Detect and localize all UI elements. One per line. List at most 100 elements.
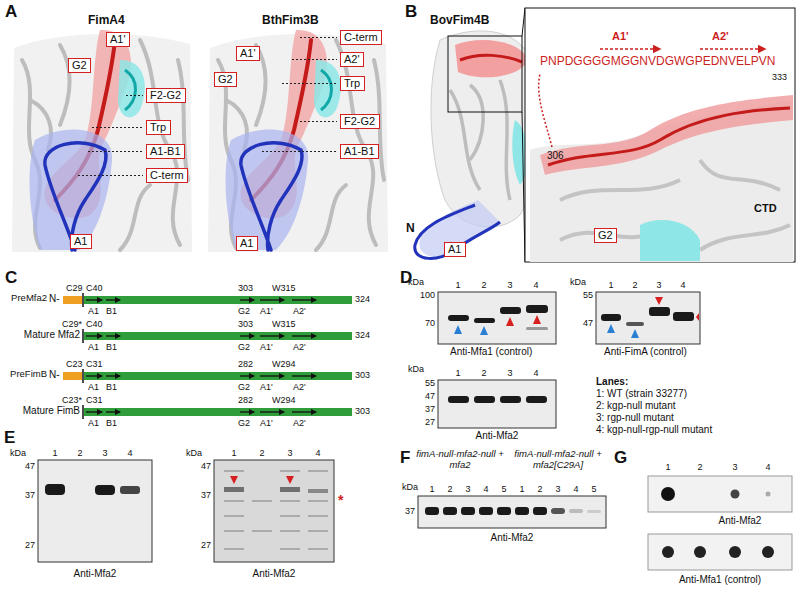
callout-box: A1 — [444, 242, 466, 257]
callout-box: A2' — [340, 52, 364, 67]
antibody-label: Anti-Mfa2 — [719, 515, 762, 527]
lane-number: 3 — [507, 368, 512, 378]
callout-label: A2' — [344, 53, 360, 66]
panel-letter: G — [614, 448, 627, 468]
strand-label: G2 — [238, 342, 250, 352]
residue-label: C40 — [86, 319, 103, 329]
residue-number: 324 — [355, 330, 370, 340]
residue-label: C31 — [86, 359, 103, 369]
callout-label: C-term — [150, 169, 184, 182]
lane-number: 4 — [483, 484, 488, 494]
residue-label: C40 — [86, 283, 103, 293]
callout-label: A1 — [240, 237, 253, 250]
callout-box: C-term — [340, 30, 382, 45]
residue-label: W294 — [272, 359, 296, 369]
callout-label: G2 — [598, 229, 613, 242]
lane-number: 5 — [501, 484, 506, 494]
strand-label: A1' — [260, 418, 273, 428]
asterisk-mark: * — [338, 492, 343, 508]
size-marker: 47 — [25, 461, 35, 471]
structure-title: BovFim4B — [430, 14, 489, 28]
size-marker: 37 — [25, 490, 35, 500]
strand-label: B1 — [106, 342, 117, 352]
legend-entry: 4: kgp-null-rgp-null mutant — [596, 424, 712, 436]
legend-entry: 3: rgp-null mutant — [596, 412, 674, 424]
callout-box: Trp — [146, 120, 171, 135]
callout-label: G2 — [72, 59, 87, 72]
strain-label: fimA-null-mfa2-null + mfa2 — [413, 449, 507, 471]
strand-label: A2' — [293, 342, 306, 352]
callout-label: A1' — [110, 33, 126, 46]
strand-label: A1 — [88, 306, 99, 316]
strand-label: A2' — [293, 418, 306, 428]
callout-box: A1 — [236, 236, 258, 251]
lane-number: 1 — [608, 280, 613, 290]
size-marker: 37 — [425, 404, 435, 414]
antibody-label: Anti-Mfa1 (control) — [679, 574, 761, 586]
strand-label: G2 — [238, 306, 250, 316]
lane-number: 3 — [287, 448, 292, 458]
callout-box: F2-G2 — [340, 114, 380, 129]
residue-label: C29* — [62, 319, 82, 329]
residue-number: 306 — [547, 150, 564, 162]
strand-label: A1' — [260, 306, 273, 316]
lane-number: 4 — [533, 280, 538, 290]
panel-letter: C — [5, 268, 17, 288]
lane-number: 2 — [697, 462, 702, 472]
terminus-label: N- — [49, 293, 60, 305]
callout-box: A1-B1 — [340, 144, 379, 159]
size-marker: 27 — [201, 540, 211, 550]
callout-label: Trp — [344, 77, 360, 90]
antibody-label: Anti-FimA (control) — [604, 346, 687, 358]
unit-label: kDa — [408, 277, 424, 287]
protein-name: Mature Mfa2 — [24, 329, 80, 341]
callout-box: G2 — [594, 228, 617, 243]
residue-label: W315 — [272, 283, 296, 293]
size-marker: 100 — [420, 290, 435, 300]
residue-label: W294 — [272, 395, 296, 405]
callout-box: Trp — [340, 76, 365, 91]
antibody-label: Anti-Mfa2 — [253, 568, 296, 580]
size-marker: 70 — [425, 318, 435, 328]
strand-label: B1 — [106, 306, 117, 316]
callout-box: A1' — [106, 32, 130, 47]
callout-box: A1' — [236, 46, 260, 61]
terminus-label: N- — [49, 369, 60, 381]
strand-label: A1' — [612, 30, 629, 43]
residue-label: 303 — [238, 283, 253, 293]
callout-label: F2-G2 — [344, 115, 375, 128]
strand-label: A1 — [88, 382, 99, 392]
strand-label: A1 — [88, 418, 99, 428]
size-marker: 37 — [201, 490, 211, 500]
antibody-label: Anti-Mfa2 — [491, 532, 534, 544]
antibody-label: Anti-Mfa1 (control) — [450, 346, 532, 358]
residue-number: 333 — [772, 72, 787, 82]
residue-label: C31 — [86, 395, 103, 405]
lane-number: 3 — [102, 448, 107, 458]
residue-label: W315 — [272, 319, 296, 329]
lane-number: 4 — [765, 462, 770, 472]
residue-label: C23* — [62, 395, 82, 405]
residue-label: 282 — [238, 359, 253, 369]
strand-label: B1 — [106, 418, 117, 428]
strand-label: A1' — [260, 382, 273, 392]
residue-label: 303 — [238, 319, 253, 329]
residue-label: C29 — [66, 283, 83, 293]
strand-label: A2' — [293, 306, 306, 316]
sequence-text: PNPDGGGGMGGNVDGWGPEDNVELPVN — [540, 55, 775, 69]
callout-label: C-term — [344, 31, 378, 44]
lane-number: 4 — [533, 368, 538, 378]
strand-label: A2' — [712, 30, 729, 43]
lane-number: 1 — [519, 484, 524, 494]
structure-title: BthFim3B — [262, 14, 319, 28]
lane-number: 4 — [127, 448, 132, 458]
lane-number: 2 — [77, 448, 82, 458]
size-marker: 37 — [405, 506, 415, 516]
panel-letter: E — [4, 428, 15, 448]
strain-label: fimA-null-mfa2-null + mfa2[C29A] — [510, 449, 606, 471]
callout-box: F2-G2 — [146, 88, 186, 103]
size-marker: 27 — [25, 540, 35, 550]
size-marker: 47 — [425, 391, 435, 401]
strand-label: A2' — [293, 382, 306, 392]
